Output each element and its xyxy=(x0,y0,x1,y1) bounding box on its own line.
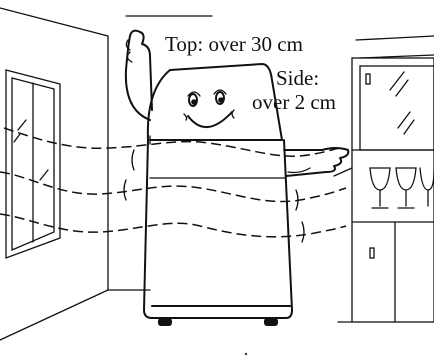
refrigerator-feet xyxy=(158,318,278,326)
window xyxy=(5,69,61,259)
refrigerator-body xyxy=(143,63,293,319)
cabinet xyxy=(333,35,434,323)
side-clearance-label-line2: over 2 cm xyxy=(252,90,336,114)
side-clearance-label-line1: Side: xyxy=(276,66,320,90)
speck xyxy=(244,352,248,356)
smiling-face xyxy=(183,89,235,128)
room-walls xyxy=(0,7,213,341)
top-clearance-label: Top: over 30 cm xyxy=(165,32,303,56)
motion-marks xyxy=(123,149,305,243)
raised-arm xyxy=(124,29,153,121)
outstretched-arm xyxy=(283,147,350,177)
airflow-lines xyxy=(0,127,347,238)
